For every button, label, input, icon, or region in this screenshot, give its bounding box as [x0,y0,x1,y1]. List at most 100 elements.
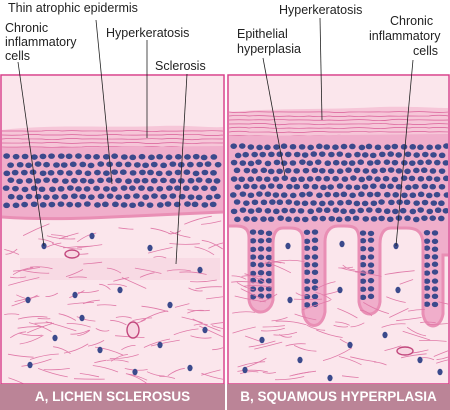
inflammatory-cell [327,374,333,382]
inflammatory-cell [52,334,58,342]
epidermal-nucleus [105,177,113,183]
collagen-fiber [181,316,203,324]
epidermal-nucleus [43,161,50,168]
epidermal-nucleus [247,144,255,150]
epidermal-nucleus [269,199,276,205]
epidermal-nucleus [344,215,352,222]
rete-ridge-nucleus [265,237,273,244]
panel-b-hyperkeratosis-layer [229,106,448,138]
epidermal-nucleus [142,194,150,200]
epidermal-nucleus [251,168,258,174]
collagen-fiber [79,373,100,378]
epidermal-nucleus [409,208,417,215]
collagen-fiber [271,317,288,322]
collagen-fiber [234,295,266,303]
epidermal-nucleus [150,161,158,168]
inflammatory-cell [197,266,203,274]
collagen-fiber [113,277,130,282]
epidermal-nucleus [200,154,208,161]
epidermal-nucleus [349,192,356,199]
keratin-line [2,142,223,144]
epidermal-nucleus [268,151,275,158]
epidermal-nucleus [336,168,344,174]
epidermal-nucleus [357,207,365,214]
epidermal-nucleus [183,169,191,175]
collagen-fiber [350,356,377,363]
epidermal-nucleus [47,170,55,176]
collagen-fiber [231,275,247,280]
collagen-fiber [263,261,285,265]
epidermal-nucleus [318,151,326,157]
rete-ridge-nucleus [249,238,257,244]
epidermal-nucleus [110,186,118,192]
epidermal-nucleus [443,192,448,198]
epidermal-nucleus [177,178,185,184]
rete-ridge-nucleus [249,261,257,268]
rete-ridge-nucleus [431,278,439,284]
epidermal-nucleus [79,161,87,168]
inflammatory-cell [89,232,95,240]
rete-ridge-nucleus [431,246,439,252]
collagen-fiber [146,371,165,377]
epidermal-nucleus [57,153,65,159]
collagen-fiber [51,234,68,238]
epidermal-nucleus [273,144,280,150]
epidermal-nucleus [438,183,446,190]
collagen-fiber [83,261,103,265]
collagen-fiber [68,276,87,279]
rete-ridge-nucleus [257,246,265,252]
panel-a-sclerosis-zone [20,258,220,280]
epidermal-nucleus [160,193,168,200]
collagen-fiber [63,343,89,354]
inflammatory-cell [395,286,401,294]
collagen-fiber [4,313,20,315]
collagen-fiber [110,354,128,362]
epidermal-nucleus [79,177,87,184]
epidermal-nucleus [391,143,399,150]
epidermal-nucleus [323,144,331,150]
epidermal-nucleus [401,160,408,166]
epidermal-nucleus [319,200,326,207]
rete-ridge-nucleus [423,238,431,244]
epidermal-nucleus [395,183,403,190]
epidermal-nucleus [358,144,366,151]
rete-ridge-nucleus [423,270,431,276]
epidermal-nucleus [337,200,344,206]
inflammatory-cell [242,366,248,374]
collagen-fiber [8,277,40,286]
rete-ridge-nucleus [359,262,367,268]
epidermal-nucleus [404,215,411,222]
inflammatory-cell [117,286,123,294]
inflammatory-cell [167,301,173,309]
collagen-fiber [65,269,84,277]
inflammatory-cell [417,356,423,364]
epidermal-nucleus [192,185,199,191]
rete-ridge-nucleus [431,301,439,308]
epidermal-nucleus [260,199,268,206]
keratin-line [229,126,448,129]
collagen-fiber [208,242,223,249]
collagen-fiber [66,323,91,328]
collagen-fiber [147,247,173,254]
panel-b-inflammatory-cells [242,240,443,382]
epidermal-nucleus [209,201,217,208]
epidermal-nucleus [12,202,20,209]
rete-ridge-nucleus [249,246,257,253]
collagen-fiber [195,286,222,290]
collagen-fiber [275,376,305,381]
panel-a-blood-vessels [64,249,140,339]
epidermal-nucleus [187,194,195,200]
epidermal-nucleus [276,199,284,206]
epidermal-nucleus [315,175,322,182]
epidermal-nucleus [264,144,271,151]
epidermal-nucleus [239,207,247,213]
epidermal-nucleus [340,143,348,150]
epidermal-nucleus [429,215,437,221]
epidermal-nucleus [243,167,251,174]
epidermal-nucleus [417,159,424,166]
inflammatory-cell [27,361,33,369]
panel-b-collagen-fibers [231,259,448,381]
epidermal-nucleus [289,160,297,166]
epidermal-nucleus [442,160,448,166]
collagen-fiber [384,345,402,351]
